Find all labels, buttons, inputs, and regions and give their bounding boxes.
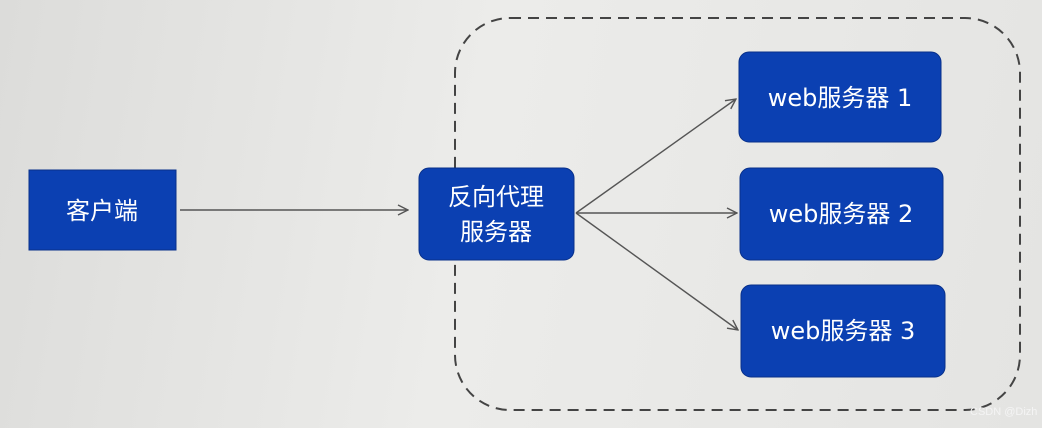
node-web2-label: web服务器 2 xyxy=(769,200,914,228)
node-web1: web服务器 1 xyxy=(738,51,942,143)
watermark: CSDN @Dizh xyxy=(970,406,1037,418)
node-web3: web服务器 3 xyxy=(740,284,946,378)
node-client: 客户端 xyxy=(28,169,177,251)
node-client-label: 客户端 xyxy=(66,197,138,225)
edge-proxy-web1 xyxy=(575,99,736,214)
node-proxy-label-2: 服务器 xyxy=(460,218,532,246)
node-web1-label: web服务器 1 xyxy=(768,84,913,112)
node-proxy-label-1: 反向代理 xyxy=(448,183,544,211)
node-web3-label: web服务器 3 xyxy=(771,317,916,345)
node-proxy: 反向代理 服务器 xyxy=(418,167,575,261)
edge-proxy-web3 xyxy=(575,212,738,330)
node-web2: web服务器 2 xyxy=(739,167,944,261)
